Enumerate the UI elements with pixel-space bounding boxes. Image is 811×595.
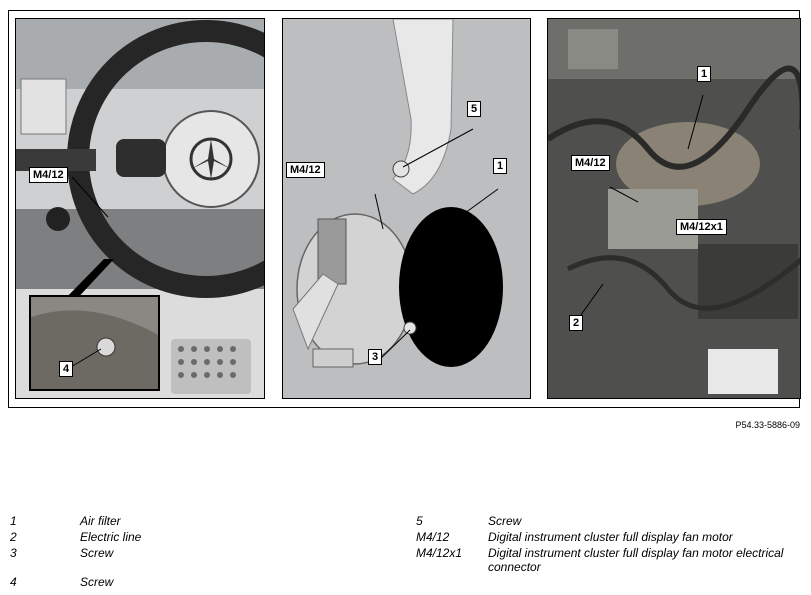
callout-m4-12-panel3: M4/12 — [571, 155, 610, 171]
callout-m4-12-panel2: M4/12 — [286, 162, 325, 178]
figure-reference: P54.33-5886-09 — [735, 420, 800, 430]
callout-5: 5 — [467, 101, 482, 117]
callout-1-panel2: 1 — [493, 158, 508, 174]
callout-3: 3 — [368, 349, 383, 365]
detail-inset — [29, 295, 160, 391]
photo-installed-location — [547, 18, 801, 399]
callout-m4-12x1: M4/12x1 — [676, 219, 727, 235]
callout-m4-12-panel1: M4/12 — [29, 167, 68, 183]
photo-fan-motor — [282, 18, 531, 399]
callout-2: 2 — [569, 315, 584, 331]
callout-4: 4 — [59, 361, 74, 377]
callout-1-panel3: 1 — [697, 66, 712, 82]
